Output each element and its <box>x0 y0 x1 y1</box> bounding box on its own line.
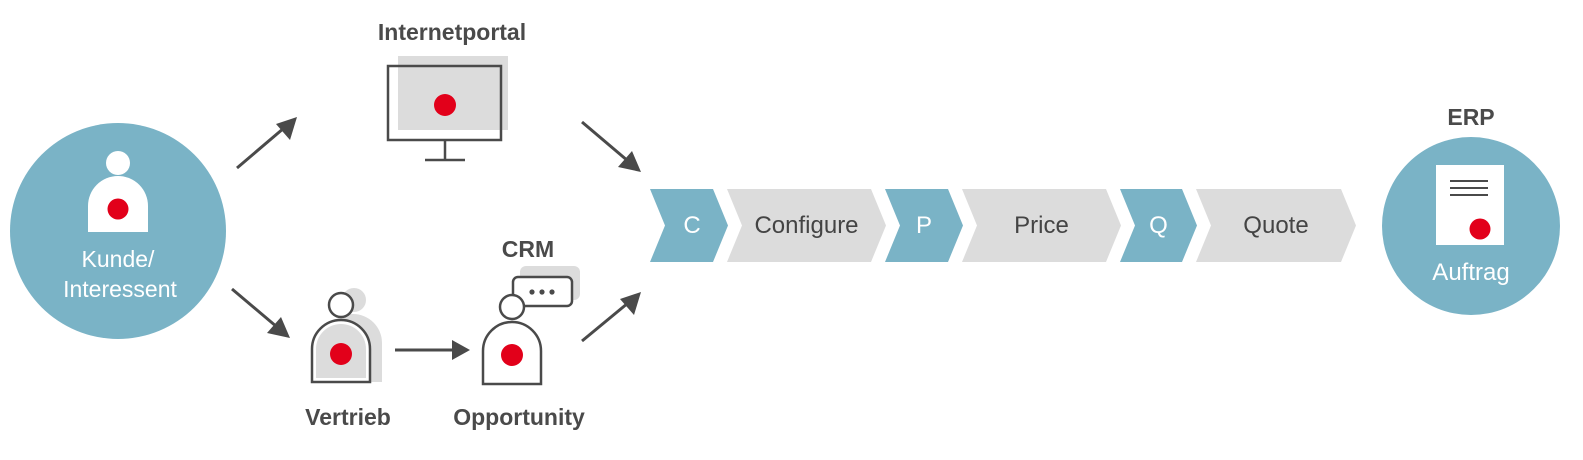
arrow-customer-portal <box>236 117 297 170</box>
arrow-sales-opportunity <box>395 340 470 360</box>
chevron-label-price: Price <box>1014 211 1069 239</box>
erp-label: ERP <box>1447 104 1495 130</box>
cpq-chevron-bar <box>650 189 1356 262</box>
sales-person-icon <box>310 288 382 384</box>
chevron-label-p: P <box>915 211 933 239</box>
crm-label: CRM <box>501 236 555 262</box>
chevron-price <box>962 189 1121 262</box>
customer-label-line2: Interessent <box>63 276 177 302</box>
monitor-icon <box>386 56 508 162</box>
chevron-label-quote: Quote <box>1243 211 1309 239</box>
arrow-customer-sales <box>231 287 290 338</box>
opportunity-label: Opportunity <box>453 404 585 430</box>
arrow-opportunity-process <box>581 292 641 343</box>
chevron-label-configure: Configure <box>754 211 859 239</box>
chevron-quote <box>1196 189 1356 262</box>
portal-label: Internetportal <box>377 19 527 45</box>
person-icon <box>88 151 148 232</box>
chevron-label-c: C <box>683 211 701 239</box>
order-label: Auftrag <box>1432 259 1510 286</box>
chat-person-icon <box>481 266 580 386</box>
customer-node <box>10 123 226 339</box>
chevron-p <box>885 189 963 262</box>
arrow-portal-process <box>581 120 641 172</box>
chevron-label-q: Q <box>1149 211 1168 239</box>
chevron-c <box>650 189 728 262</box>
chevron-q <box>1120 189 1197 262</box>
customer-label-line1: Kunde/ <box>81 246 155 272</box>
chevron-configure <box>727 189 886 262</box>
document-icon <box>1436 165 1504 245</box>
sales-label: Vertrieb <box>305 404 391 430</box>
order-node <box>1382 137 1560 315</box>
